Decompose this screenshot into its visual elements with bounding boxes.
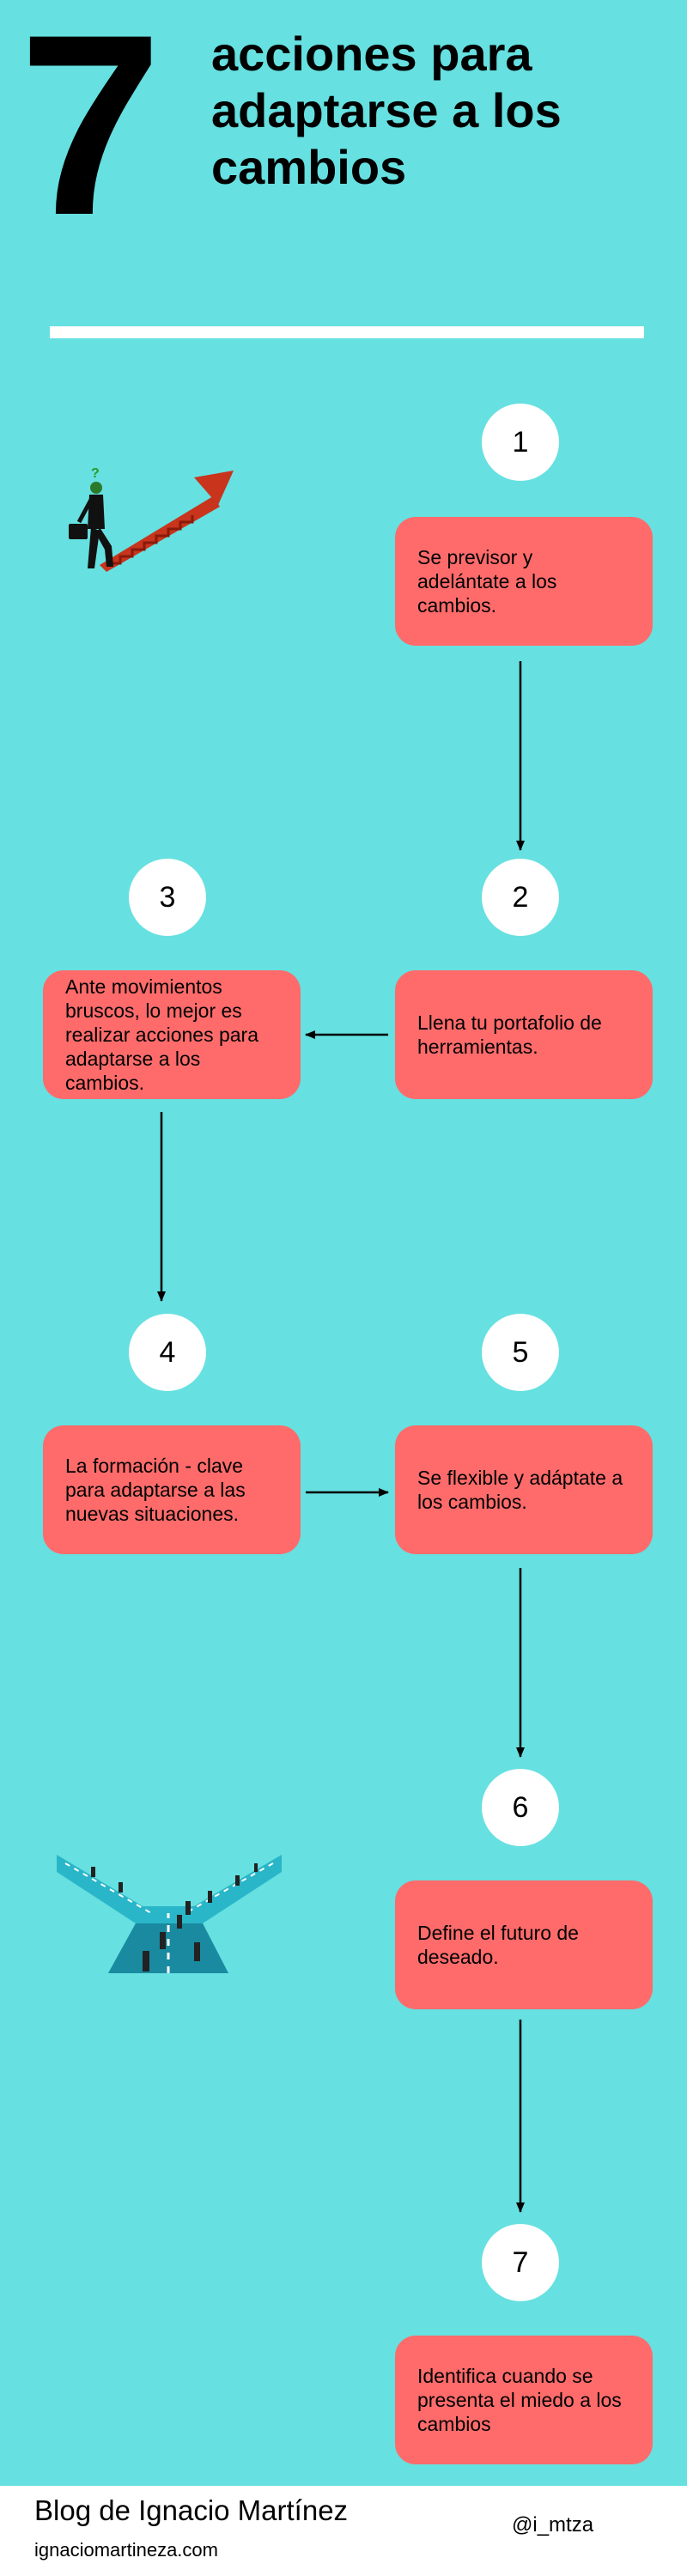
businessman-climbing-stairs-icon: ? (69, 466, 234, 572)
step-7-box: Identifica cuando se presenta el miedo a… (395, 2336, 653, 2464)
step-6-box: Define el futuro de deseado. (395, 1880, 653, 2009)
step-2-box: Llena tu portafolio de herramientas. (395, 970, 653, 1099)
step-5-text: Se flexible y adáptate a los cambios. (417, 1467, 623, 1513)
step-4-text: La formación - clave para adaptarse a la… (65, 1455, 246, 1525)
footer (0, 2486, 687, 2576)
social-handle[interactable]: @i_mtza (512, 2513, 594, 2537)
step-6-number: 6 (482, 1769, 559, 1846)
step-3-box: Ante movimientos bruscos, lo mejor es re… (43, 970, 301, 1099)
step-1-box: Se previsor y adelántate a los cambios. (395, 517, 653, 646)
title-line-2: adaptarse a los (211, 83, 562, 137)
step-5-number: 5 (482, 1314, 559, 1391)
step-2-number: 2 (482, 859, 559, 936)
step-1-text: Se previsor y adelántate a los cambios. (417, 546, 557, 617)
step-3-text: Ante movimientos bruscos, lo mejor es re… (65, 975, 259, 1094)
step-2-text: Llena tu portafolio de herramientas. (417, 1012, 602, 1058)
step-7-text: Identifica cuando se presenta el miedo a… (417, 2365, 622, 2435)
step-4-box: La formación - clave para adaptarse a la… (43, 1425, 301, 1554)
infographic-title: acciones para adaptarse a los cambios (211, 26, 675, 196)
blog-name: Blog de Ignacio Martínez (34, 2494, 349, 2526)
title-line-1: acciones para (211, 27, 532, 81)
step-3-number: 3 (129, 859, 206, 936)
step-5-box: Se flexible y adáptate a los cambios. (395, 1425, 653, 1554)
step-6-text: Define el futuro de deseado. (417, 1922, 579, 1968)
blog-url-link[interactable]: ignaciomartineza.com (34, 2539, 218, 2561)
big-number-seven: 7 (19, 0, 162, 269)
crossroads-people-icon (57, 1855, 282, 1973)
step-7-number: 7 (482, 2224, 559, 2301)
svg-text:?: ? (91, 466, 100, 481)
step-1-number: 1 (482, 404, 559, 481)
step-4-number: 4 (129, 1314, 206, 1391)
title-line-3: cambios (211, 140, 407, 194)
header-divider (50, 326, 644, 338)
